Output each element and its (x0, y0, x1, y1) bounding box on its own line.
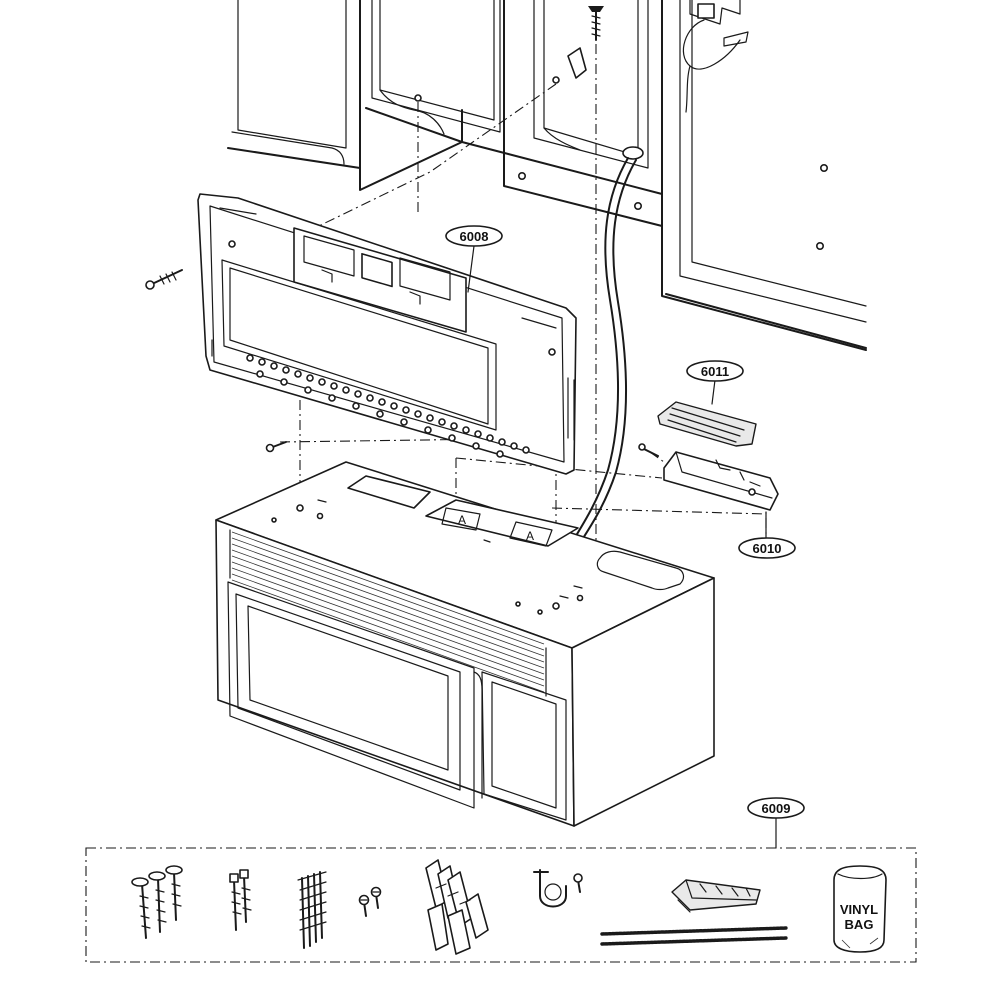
panel-mark-a-1: A (458, 513, 466, 527)
machine-screw-bundle (297, 871, 327, 949)
vinyl-bag-label-line2: BAG (845, 917, 874, 932)
part-label-exhaust-adapter: 6010 (738, 511, 796, 559)
svg-text:6011: 6011 (701, 364, 729, 379)
part-label-mounting-plate: 6008 (445, 225, 503, 293)
svg-text:6010: 6010 (753, 541, 782, 556)
exhaust-adapter (663, 451, 779, 511)
svg-text:6009: 6009 (762, 801, 791, 816)
vinyl-bag-label-line1: VINYL (840, 902, 878, 917)
upper-cabinets (227, 0, 867, 351)
cord-clamp (533, 869, 583, 908)
part-label-installation-kit: 6009 (747, 797, 805, 819)
long-wood-screws (131, 865, 183, 939)
kit-exhaust-connector (671, 879, 761, 913)
top-screw (588, 6, 604, 41)
foam-tape-strips (600, 926, 788, 946)
toggle-bolts (229, 869, 252, 931)
installation-kit-box (85, 817, 917, 963)
part-label-damper: 6011 (686, 360, 744, 405)
small-screws (358, 886, 382, 917)
panel-mark-a-2: A (526, 529, 534, 543)
vinyl-bag: VINYL BAG (833, 865, 887, 953)
damper (657, 401, 757, 447)
plate-screw (265, 441, 287, 453)
power-cord (565, 157, 637, 553)
toggle-anchors (425, 859, 489, 955)
left-wall-screw (145, 269, 183, 290)
mounting-plate (197, 193, 577, 475)
svg-text:6008: 6008 (460, 229, 489, 244)
toggle-anchor (414, 47, 587, 102)
microwave-oven: A A (215, 461, 715, 827)
adapter-screw (638, 443, 659, 457)
